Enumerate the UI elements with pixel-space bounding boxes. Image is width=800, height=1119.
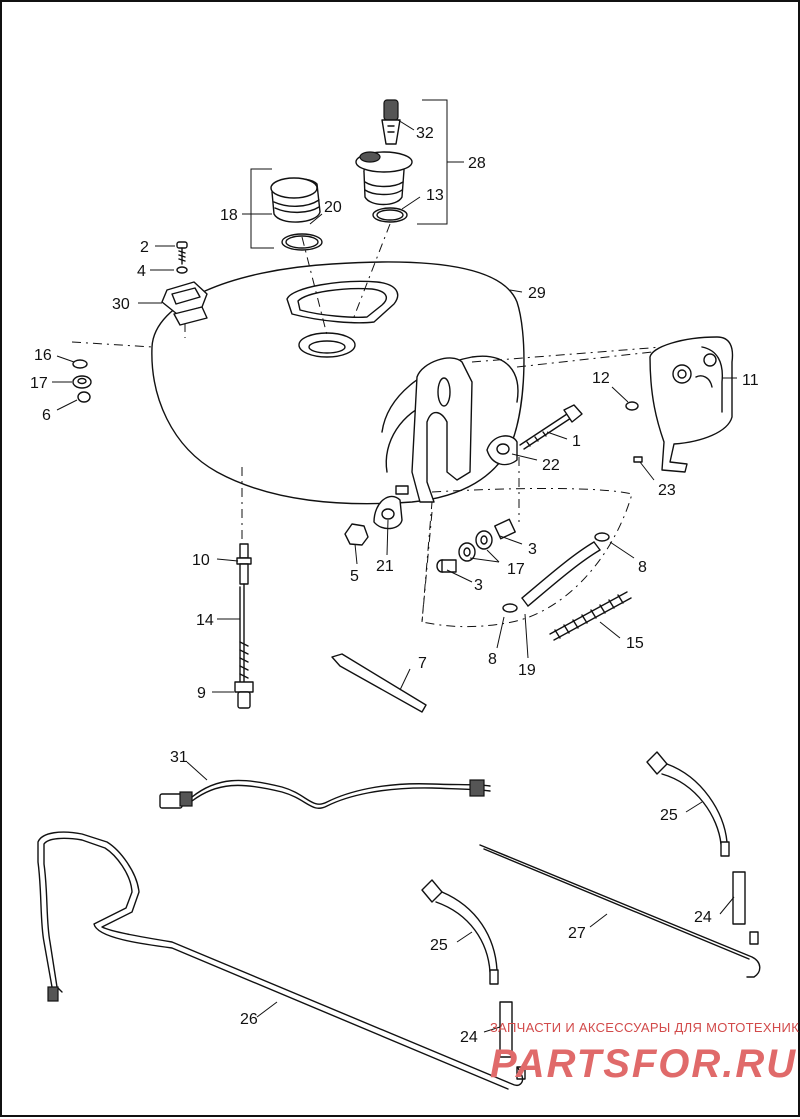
callout-32: 32 (416, 125, 434, 142)
bracket-30 (161, 281, 208, 326)
vent-hose-19 (502, 532, 610, 613)
callout-12: 12 (592, 370, 610, 387)
callout-16: 16 (34, 347, 52, 364)
callout-15: 15 (626, 635, 644, 652)
callout-4: 4 (137, 263, 146, 280)
fuel-hose-25-left (421, 879, 526, 1080)
callout-11: 11 (742, 372, 759, 389)
group-brackets (250, 99, 448, 249)
sending-unit (234, 543, 254, 709)
callout-8: 8 (488, 651, 497, 668)
watermark: ЗАПЧАСТИ И АКСЕССУАРЫ ДЛЯ МОТОТЕХНИКИ PA… (490, 1020, 800, 1086)
callout-20: 20 (324, 199, 342, 216)
callout-19: 19 (518, 662, 536, 679)
callout-17: 17 (507, 561, 525, 578)
callout-25: 25 (430, 937, 448, 954)
callout-1: 1 (572, 433, 581, 450)
fuel-tank (151, 261, 525, 530)
callout-3: 3 (528, 541, 537, 558)
callout-24: 24 (460, 1029, 478, 1046)
callout-labels: 1 2 3 3 4 5 6 7 8 8 9 10 11 12 13 14 15 … (30, 125, 759, 1046)
watermark-tagline: ЗАПЧАСТИ И АКСЕССУАРЫ ДЛЯ МОТОТЕХНИКИ (490, 1020, 800, 1035)
callout-29: 29 (528, 285, 546, 302)
callout-26: 26 (240, 1011, 258, 1028)
callout-28: 28 (468, 155, 486, 172)
callout-13: 13 (426, 187, 444, 204)
side-cover-11 (625, 336, 734, 473)
assembly-lines (71, 223, 663, 628)
callout-5: 5 (350, 568, 359, 585)
watermark-logo: PARTSFOR.RU (490, 1042, 797, 1086)
wire-harness-31 (159, 779, 491, 809)
callout-27: 27 (568, 925, 586, 942)
callout-30: 30 (112, 296, 130, 313)
callout-31: 31 (170, 749, 188, 766)
callout-21: 21 (376, 558, 394, 575)
locking-cap-28 (355, 151, 413, 223)
fuel-cap-18 (270, 177, 323, 251)
callout-2: 2 (140, 239, 149, 256)
leader-lines (52, 119, 737, 1033)
bushings-3-17 (436, 518, 516, 573)
callout-9: 9 (197, 685, 206, 702)
callout-8: 8 (638, 559, 647, 576)
callout-23: 23 (658, 482, 676, 499)
screw-2 (176, 241, 188, 265)
crossover-line-27 (479, 844, 761, 978)
callout-24: 24 (694, 909, 712, 926)
key-32 (381, 99, 401, 145)
washer-4 (176, 266, 188, 274)
callout-18: 18 (220, 207, 238, 224)
callout-25: 25 (660, 807, 678, 824)
callout-22: 22 (542, 457, 560, 474)
callout-14: 14 (196, 612, 214, 629)
spring-15 (549, 591, 632, 641)
callout-3: 3 (474, 577, 483, 594)
tool-7 (331, 653, 427, 713)
callout-10: 10 (192, 552, 210, 569)
bolt-1 (519, 404, 583, 450)
callout-7: 7 (418, 655, 427, 672)
fuel-hose-25-right (646, 751, 759, 945)
nut-5 (344, 523, 369, 546)
callout-6: 6 (42, 407, 51, 424)
fuel-line-26 (37, 831, 524, 1090)
fasteners-16-17-6 (72, 359, 92, 403)
callout-17: 17 (30, 375, 48, 392)
